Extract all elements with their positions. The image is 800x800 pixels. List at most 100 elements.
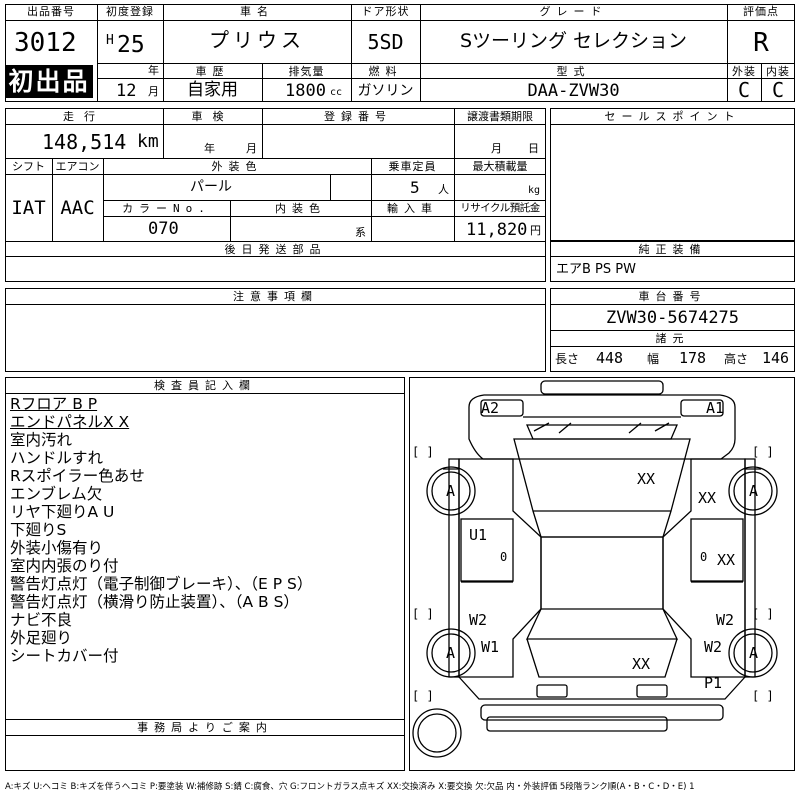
first-reg-year-unit: 年 [148, 64, 159, 77]
grade: Sツーリング セレクション [459, 30, 688, 52]
damage-a2: A2 [481, 399, 500, 417]
history: 自家用 [187, 80, 238, 100]
bracket-mark: [ ] [412, 689, 434, 703]
transfer-label: 譲渡書類期限 [467, 110, 533, 123]
car-name-label: 車名 [240, 5, 274, 18]
inspector-note: Rスポイラー色あせ [10, 467, 145, 485]
ext-color-label: 外装色 [211, 160, 263, 173]
office-label: 事務局よりご案内 [137, 721, 273, 734]
genuine-equipment: エアB PS PW [556, 262, 636, 277]
car-diagram-box [409, 377, 795, 771]
damage-zero-left: 0 [500, 550, 508, 564]
first-reg-month: 12 [116, 81, 137, 101]
damage-zero-right: 0 [700, 550, 708, 564]
ext-score-label: 外装 [732, 65, 756, 78]
inspector-note: 外足廻り [10, 629, 73, 647]
first-reg-era: H [106, 33, 114, 48]
genuine-equipment-box [550, 241, 795, 282]
width: 178 [679, 349, 707, 367]
door-type: 5SD [367, 30, 404, 54]
mileage-unit: km [137, 131, 159, 152]
history-label: 車歴 [195, 65, 230, 78]
grade-label: グレード [539, 5, 608, 18]
shift-label: シフト [12, 160, 45, 173]
car-diagram [412, 380, 778, 758]
overall-score: R [753, 28, 769, 58]
int-color-suffix: 系 [355, 226, 366, 239]
damage-w2-right-rear: W2 [704, 638, 723, 656]
bracket-mark: [ ] [752, 445, 774, 459]
recycle-unit: 円 [530, 224, 541, 237]
ac-label: エアコン [55, 160, 100, 173]
int-score-label: 内装 [766, 65, 790, 78]
notes-box [5, 288, 546, 372]
displacement: 1800 [285, 81, 326, 101]
inspector-note: エンブレム欠 [10, 485, 103, 503]
reg-no-label: 登録番号 [324, 110, 392, 123]
displacement-label: 排気量 [288, 65, 325, 78]
inspector-note: 警告灯点灯（電子制御ブレーキ）、（E P S） [10, 575, 313, 593]
transfer-month-unit: 月 [491, 142, 502, 155]
model: DAA-ZVW30 [527, 81, 620, 101]
first-reg-label: 初度登録 [106, 5, 154, 18]
int-color-label: 内装色 [275, 202, 326, 215]
tire-rear-left: A [446, 644, 456, 662]
length-label: 長さ [555, 352, 580, 366]
shift: IAT [11, 197, 46, 219]
bracket-mark: [ ] [752, 607, 774, 621]
sales-points-box [550, 108, 795, 241]
inspector-note: ナビ不良 [10, 611, 73, 629]
ext-color: パール [190, 179, 232, 195]
damage-w2-right: W2 [716, 611, 735, 629]
lot-no-label: 出品番号 [27, 5, 75, 18]
sales-points-label: セールスポイント [604, 110, 741, 123]
fuel: ガソリン [357, 83, 414, 99]
displacement-unit: cc [330, 87, 343, 98]
int-score: C [771, 78, 785, 102]
car-name: プリウス [209, 28, 305, 52]
damage-legend: A:キズ U:ヘコミ B:キズを伴うヘコミ P:要塗装 W:補修跡 S:錆 C:… [5, 782, 695, 792]
ext-score: C [737, 78, 751, 102]
bracket-mark: [ ] [752, 689, 774, 703]
damage-xx-right-fender: XX [698, 489, 717, 507]
inspector-note: 室内内張のり付 [10, 557, 119, 575]
max-load-label: 最大積載量 [472, 160, 528, 173]
details-section [5, 108, 546, 282]
chassis-label: 車台番号 [638, 290, 707, 303]
header-section [5, 4, 795, 102]
tire-front-right: A [749, 482, 759, 500]
inspection-label: 車検 [191, 110, 234, 123]
damage-a1: A1 [706, 399, 725, 417]
inspector-label: 検査員記入欄 [154, 379, 256, 392]
capacity: 5 [410, 178, 420, 197]
mileage-label: 走行 [63, 110, 105, 123]
door-label: ドア形状 [361, 5, 410, 18]
score-label: 評価点 [743, 5, 779, 18]
inspector-note: ハンドルすれ [10, 449, 104, 467]
color-no: 070 [148, 219, 179, 239]
width-label: 幅 [647, 352, 660, 366]
damage-xx-right-door: XX [717, 551, 736, 569]
recycle-label: リサイクル預託金 [460, 202, 540, 214]
damage-u1: U1 [469, 526, 488, 544]
inspector-note: 警告灯点灯（横滑り防止装置）、（A B S） [10, 593, 299, 611]
height: 146 [762, 349, 790, 367]
damage-w2-left: W2 [469, 611, 488, 629]
inspection-year-unit: 年 [204, 142, 215, 155]
first-listing-badge: 初出品 [5, 65, 93, 98]
inspector-note: 室内汚れ [10, 431, 73, 449]
mileage: 148,514 [42, 130, 127, 154]
notes-label: 注意事項欄 [233, 290, 318, 303]
inspector-note: Rフロア B P [10, 395, 98, 413]
lot-no: 3012 [14, 28, 77, 58]
tire-rear-right: A [749, 644, 759, 662]
inspector-note: エンドパネルX X [10, 413, 130, 431]
max-load-unit: kg [528, 185, 541, 196]
specs-label: 諸元 [655, 332, 690, 345]
ac: AAC [60, 197, 95, 219]
capacity-unit: 人 [438, 183, 449, 196]
inspector-note: シートカバー付 [10, 647, 119, 665]
first-reg-month-unit: 月 [148, 85, 159, 98]
first-reg-year: 25 [117, 32, 145, 58]
fuel-label: 燃料 [368, 65, 403, 78]
